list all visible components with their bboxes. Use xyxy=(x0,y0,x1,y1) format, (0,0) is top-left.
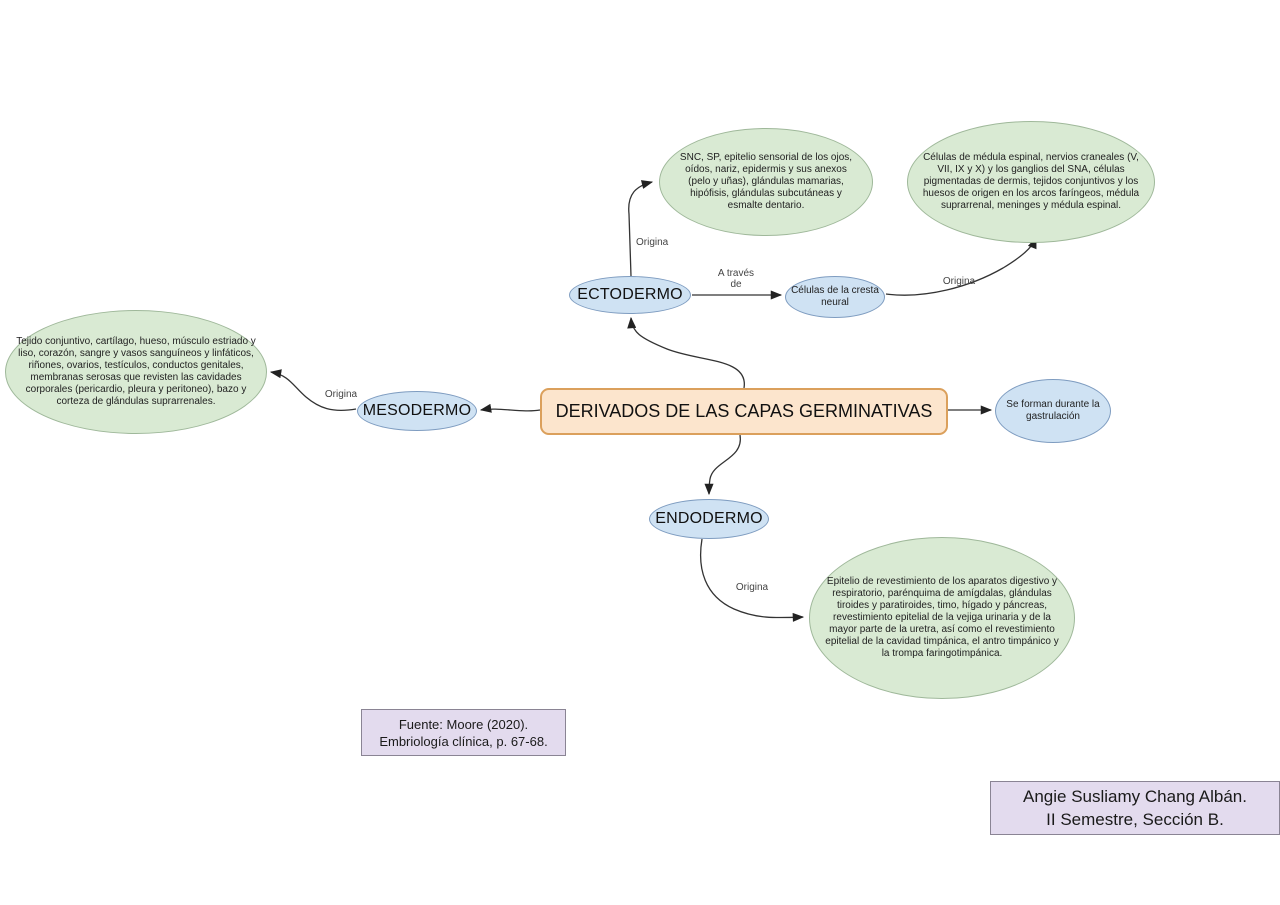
author-box: Angie Susliamy Chang Albán. II Semestre,… xyxy=(990,781,1280,835)
edge-endodermo-to-derivados xyxy=(699,538,805,622)
edge-mesodermo-to-derivados xyxy=(269,369,357,412)
edge-label-cresta-origina: Origina xyxy=(942,276,976,287)
node-ectodermo: ECTODERMO xyxy=(569,276,691,314)
node-neural-crest-derivatives: Células de médula espinal, nervios crane… xyxy=(907,121,1155,243)
node-gastrulation: Se forman durante la gastrulación xyxy=(995,379,1111,443)
edge-title-to-ectodermo xyxy=(627,316,745,389)
edge-ectodermo-to-derivados xyxy=(628,180,654,277)
node-ectodermo-derivatives: SNC, SP, epitelio sensorial de los ojos,… xyxy=(659,128,873,236)
node-endodermo: ENDODERMO xyxy=(649,499,769,539)
diagram-title: DERIVADOS DE LAS CAPAS GERMINATIVAS xyxy=(540,388,948,435)
edge-title-to-mesodermo xyxy=(479,403,541,413)
source-citation-box: Fuente: Moore (2020). Embriología clínic… xyxy=(361,709,566,756)
node-mesodermo: MESODERMO xyxy=(357,391,477,431)
edge-cresta-to-derivados xyxy=(885,236,1037,296)
edge-label-mesodermo-origina: Origina xyxy=(324,389,358,400)
node-neural-crest: Células de la cresta neural xyxy=(785,276,885,318)
node-endodermo-derivatives: Epitelio de revestimiento de los aparato… xyxy=(809,537,1075,699)
node-mesodermo-derivatives: Tejido conjuntivo, cartílago, hueso, mús… xyxy=(5,310,267,434)
edge-title-to-endodermo xyxy=(704,434,741,496)
edge-label-a-traves-de: A través de xyxy=(717,268,755,290)
edge-label-endodermo-origina: Origina xyxy=(735,582,769,593)
edge-label-ectodermo-origina: Origina xyxy=(636,237,669,248)
